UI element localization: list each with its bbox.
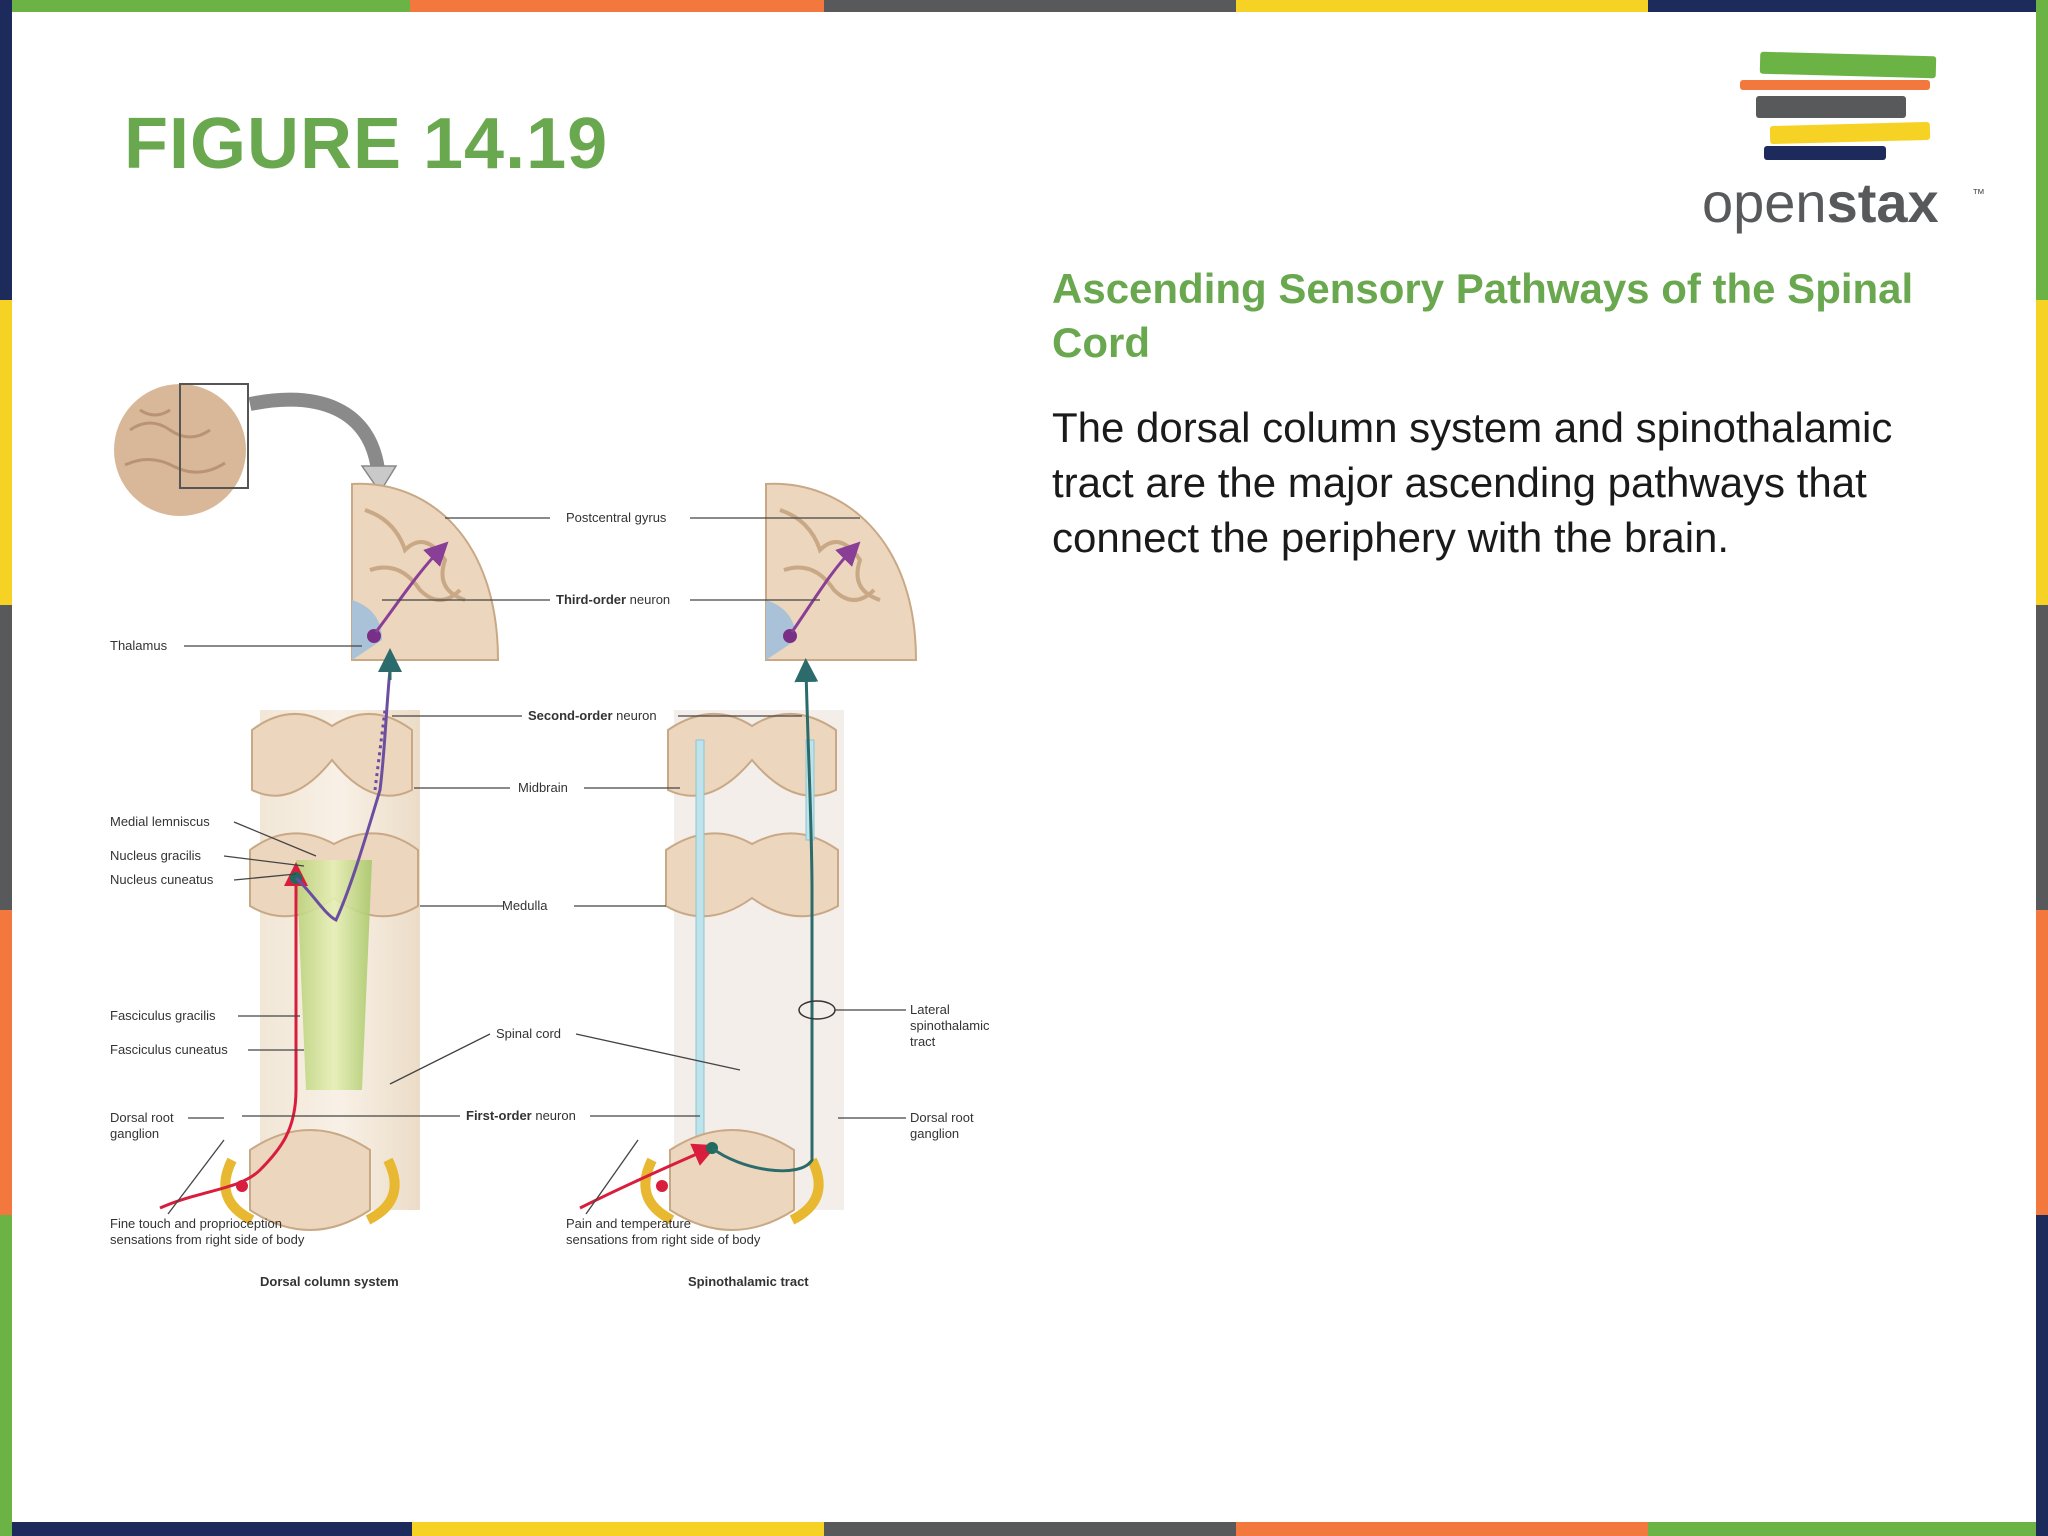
- label-nucleus-gracilis: Nucleus gracilis: [110, 848, 202, 863]
- label-medial-lemniscus: Medial lemniscus: [110, 814, 210, 829]
- right-border-stripe: [2036, 0, 2048, 1536]
- label-midbrain: Midbrain: [518, 780, 568, 795]
- logo-trademark: ™: [1972, 186, 1985, 201]
- left-cortex-section: [351, 482, 500, 661]
- logo-name-light: open: [1702, 171, 1827, 234]
- label-second-order-rest: neuron: [613, 708, 657, 723]
- label-first-order-bold: First-order: [466, 1108, 532, 1123]
- logo-name-bold: stax: [1827, 171, 1939, 234]
- openstax-logo: openstax ™: [1702, 51, 1985, 234]
- label-first-order-rest: neuron: [532, 1108, 576, 1123]
- label-second-order-bold: Second-order: [528, 708, 613, 723]
- figure-title: FIGURE 14.19: [124, 104, 609, 184]
- label-spinal-cord: Spinal cord: [496, 1026, 561, 1041]
- caption-dorsal-column-system: Dorsal column system: [260, 1274, 399, 1289]
- label-third-order-bold: Third-order: [556, 592, 626, 607]
- label-pain-2: sensations from right side of body: [566, 1232, 761, 1247]
- label-lateral-spinothalamic-3: tract: [910, 1034, 936, 1049]
- label-drg-left-2: ganglion: [110, 1126, 159, 1141]
- right-cortex-section: [765, 482, 918, 661]
- ascending-pathways-diagram: Postcentral gyrus Third-order neuron Tha…: [110, 383, 990, 1289]
- slide-heading: Ascending Sensory Pathways of the Spinal…: [1052, 265, 1914, 366]
- slide-body-text: The dorsal column system and spinothalam…: [1052, 404, 1893, 561]
- label-fasciculus-cuneatus: Fasciculus cuneatus: [110, 1042, 228, 1057]
- label-nucleus-cuneatus: Nucleus cuneatus: [110, 872, 214, 887]
- left-border-stripe: [0, 0, 12, 1536]
- label-second-order-neuron: Second-order neuron: [528, 708, 657, 723]
- bottom-border-stripe: [0, 1522, 2048, 1536]
- label-fine-touch-2: sensations from right side of body: [110, 1232, 305, 1247]
- label-postcentral-gyrus: Postcentral gyrus: [566, 510, 667, 525]
- top-border-stripe: [0, 0, 2048, 12]
- label-drg-left-1: Dorsal root: [110, 1110, 174, 1125]
- leader-lines: [167, 517, 906, 1215]
- label-medulla: Medulla: [502, 898, 548, 913]
- label-first-order-neuron: First-order neuron: [466, 1108, 576, 1123]
- label-fine-touch-1: Fine touch and proprioception: [110, 1216, 282, 1231]
- label-lateral-spinothalamic-2: spinothalamic: [910, 1018, 990, 1033]
- label-third-order-neuron: Third-order neuron: [556, 592, 670, 607]
- label-thalamus: Thalamus: [110, 638, 168, 653]
- caption-spinothalamic-tract: Spinothalamic tract: [688, 1274, 809, 1289]
- label-third-order-rest: neuron: [626, 592, 670, 607]
- brain-overview-icon: [114, 383, 398, 516]
- svg-text:openstax: openstax: [1702, 171, 1939, 234]
- left-spinal-column: [159, 648, 420, 1231]
- logo-books-icon: [1740, 51, 1937, 160]
- label-drg-right-1: Dorsal root: [910, 1110, 974, 1125]
- label-fasciculus-gracilis: Fasciculus gracilis: [110, 1008, 216, 1023]
- label-lateral-spinothalamic-1: Lateral: [910, 1002, 950, 1017]
- right-spinal-column: [579, 658, 844, 1231]
- label-drg-right-2: ganglion: [910, 1126, 959, 1141]
- label-pain-1: Pain and temperature: [566, 1216, 691, 1231]
